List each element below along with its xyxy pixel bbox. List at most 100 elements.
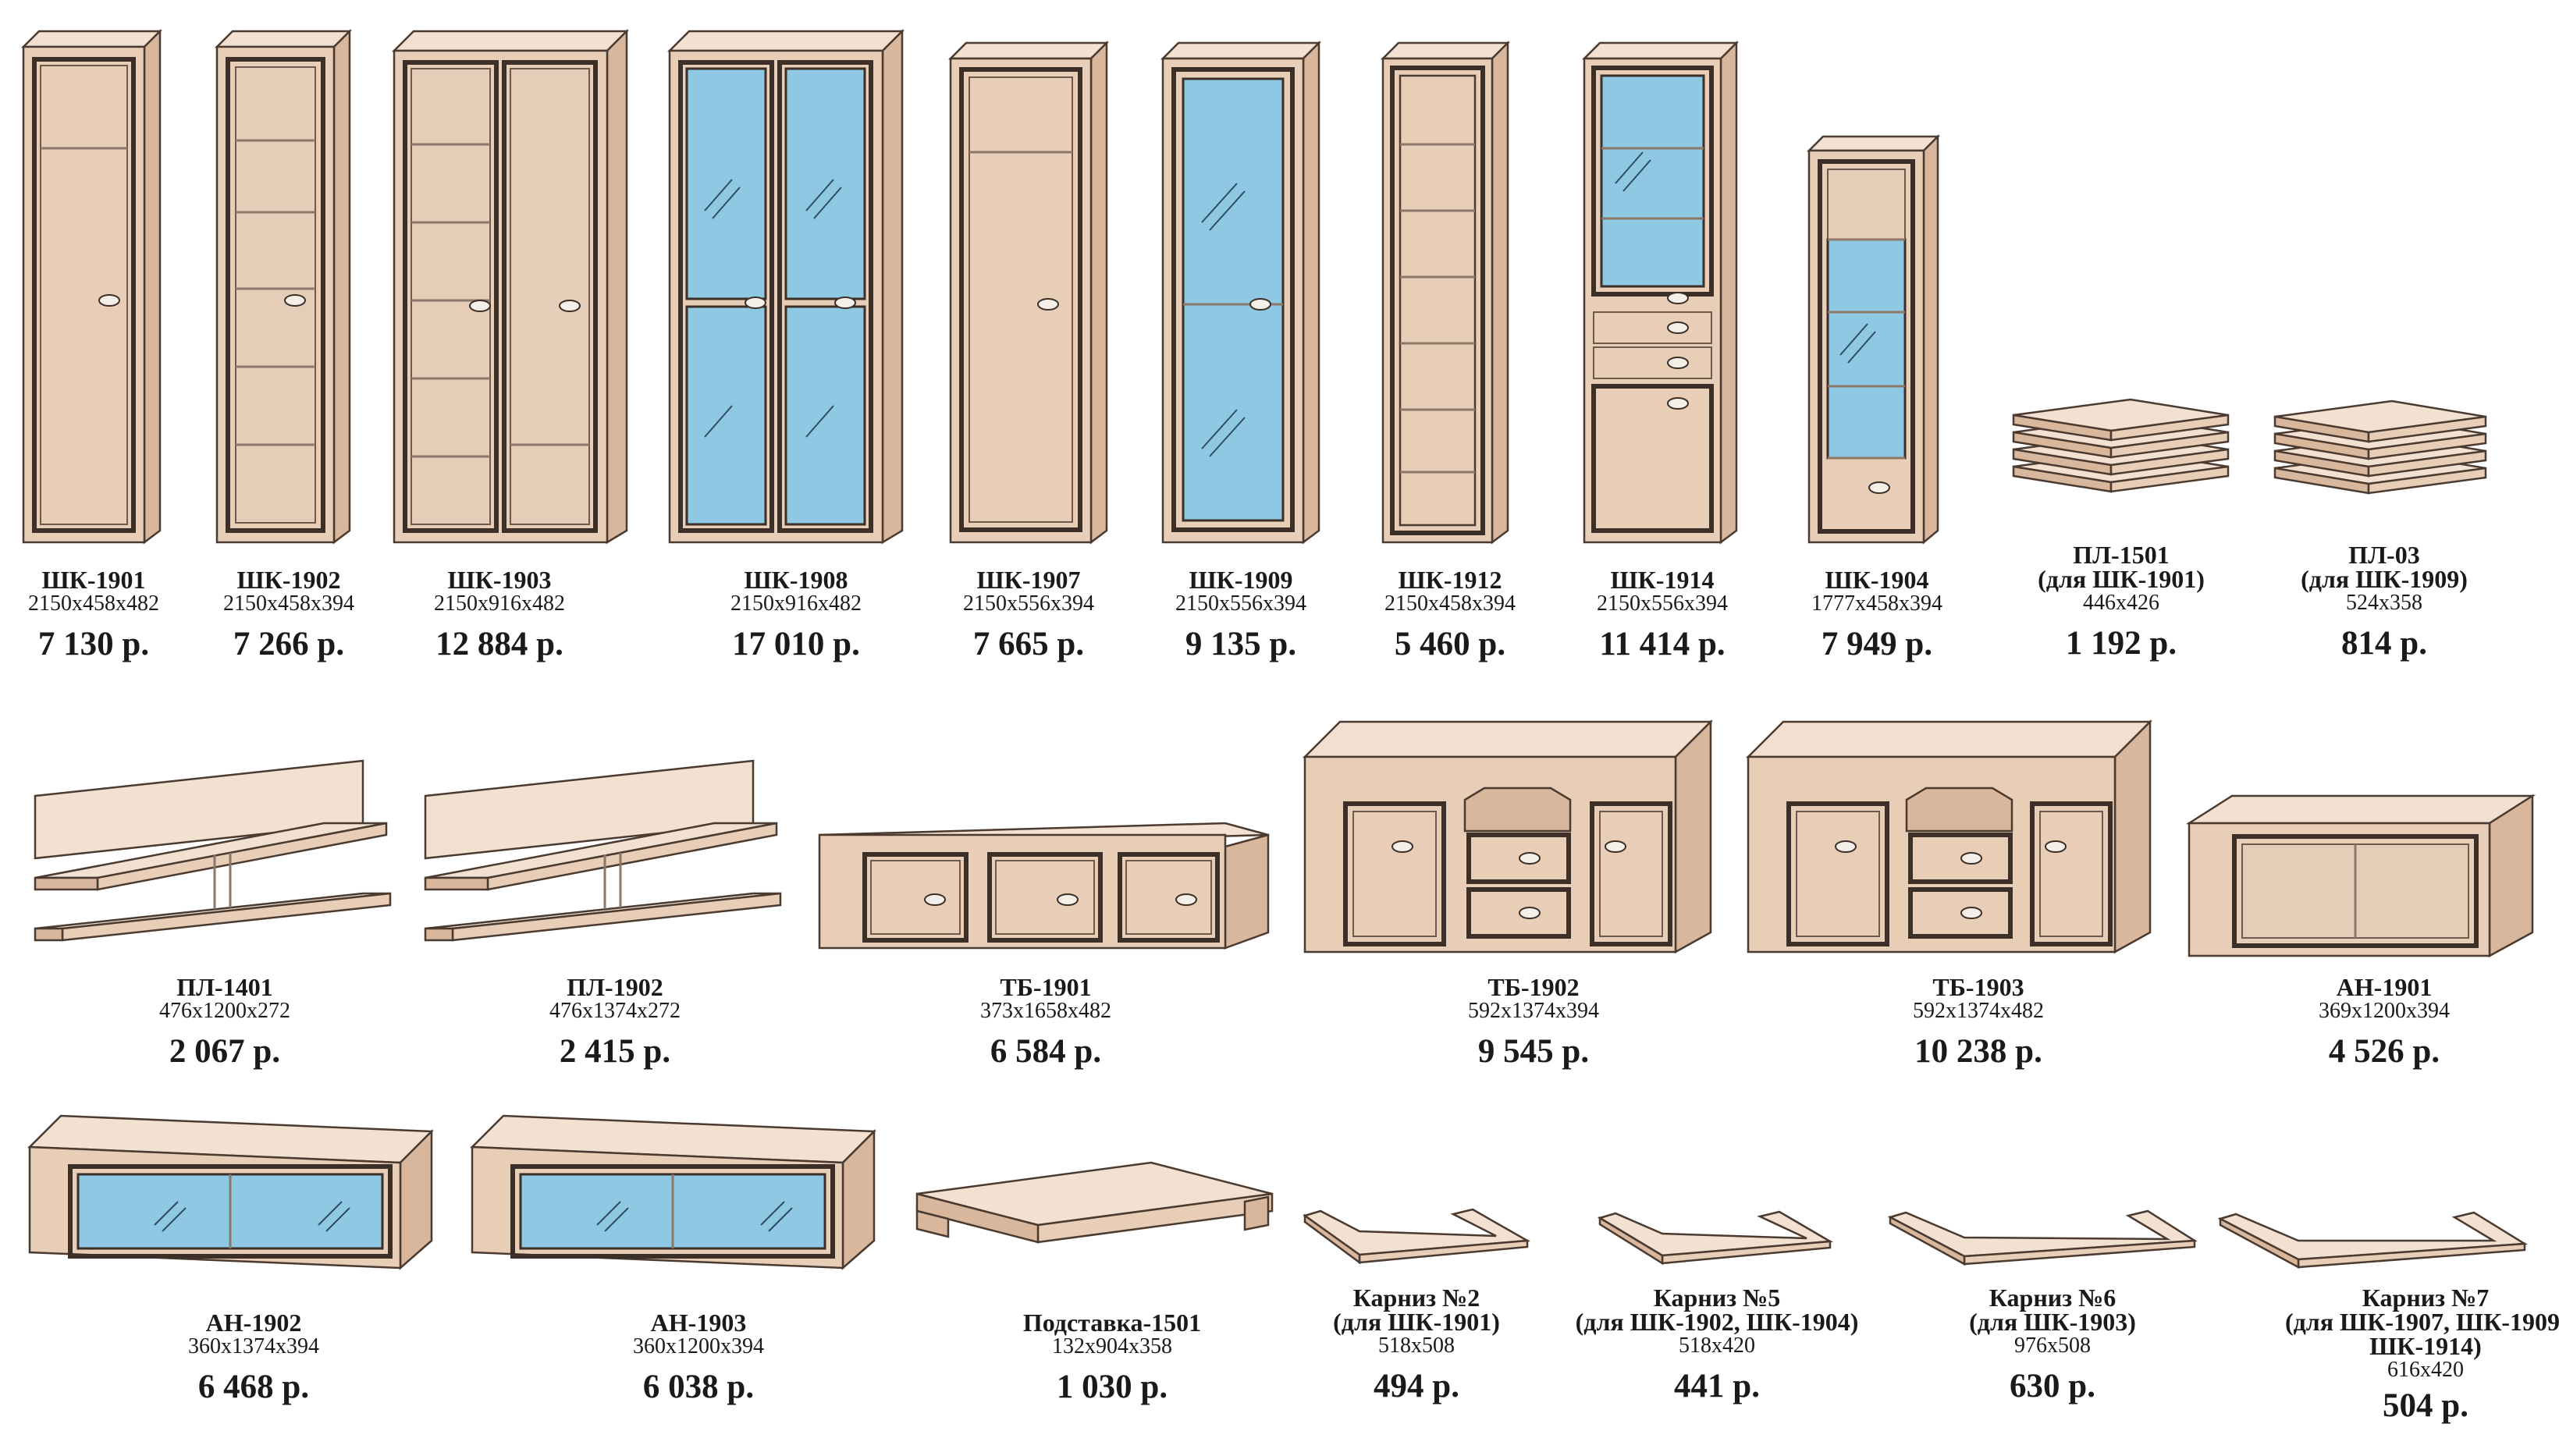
caption-tb-1903: ТБ-1903 592x1374x482 10 238 р. [1913, 975, 2044, 1071]
product-name: Карниз №2 [1352, 1284, 1480, 1312]
product-shk-1908[interactable] [666, 28, 905, 545]
product-dims: 1777x458x394 [1811, 591, 1942, 616]
caption-pl-1401: ПЛ-1401 476x1200x272 2 067 р. [159, 975, 290, 1071]
caption-pl-1902: ПЛ-1902 476x1374x272 2 415 р. [549, 975, 681, 1071]
product-dims: 2150x556x394 [1597, 591, 1728, 616]
caption-karniz-2: Карниз №2 (для ШК-1901) 518x508 494 р. [1333, 1284, 1500, 1406]
product-dims: 360x1374x394 [188, 1334, 319, 1358]
product-pl-1501[interactable] [2012, 389, 2232, 498]
product-name: ТБ-1901 [1000, 973, 1092, 1001]
product-tb-1903[interactable] [1745, 719, 2154, 960]
product-price: 7 130 р. [37, 626, 150, 662]
product-compat: (для ШК-1909) [2301, 565, 2468, 593]
product-shk-1902[interactable] [214, 28, 357, 545]
product-compat: (для ШК-1903) [1969, 1308, 2136, 1336]
cabinet-icon [391, 28, 630, 545]
product-karniz-5[interactable] [1597, 1206, 1834, 1284]
product-name: ПЛ-1401 [176, 973, 273, 1001]
product-compat: (для ШК-1901) [1333, 1308, 1500, 1336]
wall-cabinet-icon [2185, 794, 2536, 958]
product-karniz-2[interactable] [1303, 1200, 1531, 1278]
wall-cabinet-icon [27, 1114, 434, 1270]
tv-stand-icon [1745, 719, 2153, 954]
product-dims: 592x1374x482 [1913, 999, 2044, 1023]
product-shk-1901[interactable] [20, 28, 164, 545]
product-karniz-7[interactable] [2217, 1209, 2529, 1287]
product-pl-03[interactable] [2273, 390, 2493, 499]
product-price: 2 067 р. [169, 1033, 281, 1070]
product-pl-1401[interactable] [34, 759, 394, 956]
wall-cabinet-icon [470, 1114, 876, 1270]
product-compat: (для ШК-1907, ШК-1909, [2284, 1308, 2559, 1336]
cabinet-icon [214, 28, 353, 545]
product-compat: (для ШК-1901) [2038, 565, 2205, 593]
shelf-icon [2012, 398, 2230, 493]
product-an-1901[interactable] [2185, 794, 2536, 960]
caption-shk-1902: ШК-1902 2150x458x394 7 266 р. [223, 566, 354, 664]
caption-shk-1904: ШК-1904 1777x458x394 7 949 р. [1811, 566, 1942, 664]
product-name: АН-1902 [205, 1309, 302, 1337]
product-name: ШК-1909 [1189, 566, 1293, 594]
product-name: ШК-1904 [1825, 566, 1929, 594]
product-price: 11 414 р. [1599, 626, 1726, 662]
product-name: ШК-1902 [236, 566, 341, 594]
product-dims: 476x1200x272 [159, 999, 290, 1023]
product-dims: 2150x458x482 [28, 591, 159, 616]
product-dims: 518x420 [1678, 1333, 1755, 1358]
caption-shk-1908: ШК-1908 2150x916x482 17 010 р. [730, 566, 862, 664]
caption-karniz-5: Карниз №5 (для ШК-1902, ШК-1904) 518x420… [1576, 1284, 1859, 1406]
caption-shk-1909: ШК-1909 2150x556x394 9 135 р. [1175, 566, 1306, 664]
product-name: АН-1903 [650, 1309, 747, 1337]
product-name: Карниз №5 [1653, 1284, 1781, 1312]
cabinet-icon [1160, 40, 1322, 545]
product-karniz-6[interactable] [1887, 1208, 2198, 1286]
caption-tb-1902: ТБ-1902 592x1374x394 9 545 р. [1468, 975, 1599, 1071]
caption-shk-1912: ШК-1912 2150x458x394 5 460 р. [1384, 567, 1516, 664]
caption-shk-1903: ШК-1903 2150x916x482 12 884 р. [434, 567, 565, 664]
product-name: ШК-1908 [744, 566, 848, 594]
caption-shk-1914: ШК-1914 2150x556x394 11 414 р. [1597, 567, 1728, 664]
product-pl-1902[interactable] [424, 759, 784, 956]
product-dims: 616x420 [2387, 1358, 2464, 1382]
product-an-1903[interactable] [470, 1114, 878, 1272]
product-tb-1902[interactable] [1302, 719, 1715, 960]
product-name: ШК-1901 [41, 566, 146, 594]
product-name: АН-1901 [2336, 973, 2433, 1001]
cabinet-icon [1581, 40, 1740, 545]
caption-karniz-6: Карниз №6 (для ШК-1903) 976x508 630 р. [1969, 1285, 2136, 1406]
product-price: 5 460 р. [1394, 626, 1506, 662]
product-price: 10 238 р. [1914, 1033, 2042, 1070]
shelf-icon [34, 759, 392, 942]
cabinet-icon [666, 28, 905, 545]
product-podstavka-1501[interactable] [915, 1161, 1276, 1252]
product-an-1902[interactable] [27, 1114, 435, 1272]
caption-an-1902: АН-1902 360x1374x394 6 468 р. [188, 1309, 319, 1407]
product-price: 12 884 р. [435, 626, 563, 662]
product-shk-1907[interactable] [947, 40, 1114, 545]
product-price: 1 030 р. [1056, 1369, 1168, 1405]
product-shk-1912[interactable] [1380, 40, 1516, 545]
product-price: 6 038 р. [642, 1369, 755, 1405]
cornice-icon [1887, 1209, 2198, 1266]
product-dims: 373x1658x482 [980, 999, 1111, 1023]
product-shk-1903[interactable] [391, 28, 630, 545]
product-shk-1904[interactable] [1806, 133, 1946, 546]
caption-podstavka-1501: Подставка-1501 132x904x358 1 030 р. [1023, 1310, 1201, 1407]
cornice-icon [1303, 1208, 1531, 1265]
product-name: ПЛ-1501 [2073, 541, 2170, 569]
product-dims: 2150x916x482 [730, 591, 862, 616]
product-price: 6 584 р. [990, 1033, 1102, 1070]
product-shk-1909[interactable] [1160, 40, 1327, 545]
product-shk-1914[interactable] [1581, 40, 1748, 545]
product-price: 4 526 р. [2328, 1033, 2440, 1070]
product-dims: 524x358 [2345, 591, 2422, 615]
product-price: 7 266 р. [233, 626, 345, 662]
cabinet-icon [1380, 40, 1511, 545]
product-price: 441 р. [1674, 1368, 1760, 1405]
product-tb-1901[interactable] [818, 822, 1272, 960]
product-dims: 132x904x358 [1051, 1334, 1172, 1358]
caption-an-1901: АН-1901 369x1200x394 4 526 р. [2319, 975, 2450, 1071]
product-price: 494 р. [1374, 1368, 1459, 1405]
product-name: ШК-1907 [976, 566, 1081, 594]
product-dims: 2150x556x394 [963, 591, 1094, 616]
